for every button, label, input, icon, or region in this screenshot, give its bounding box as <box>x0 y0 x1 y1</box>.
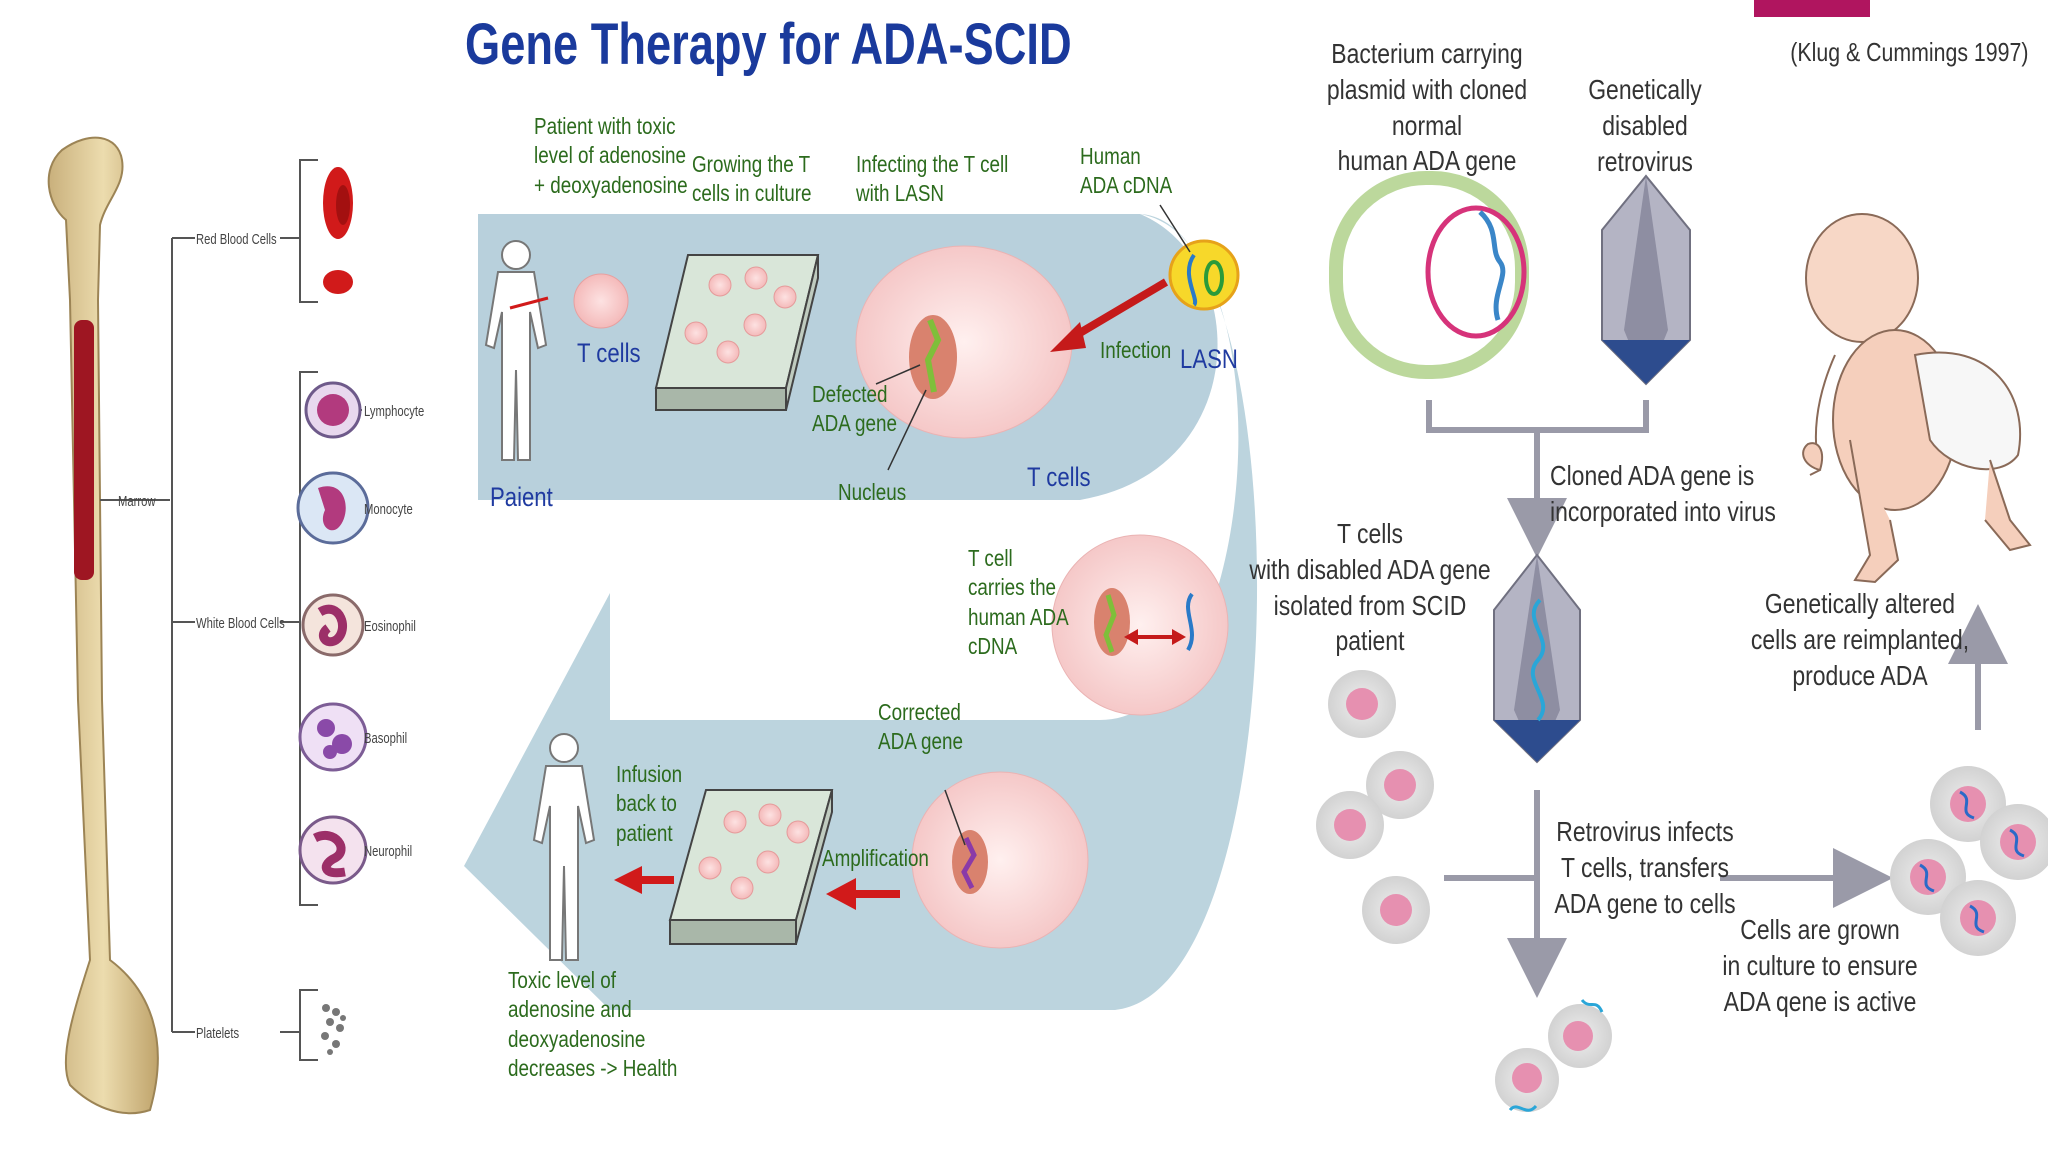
amplification-arrow <box>826 878 900 910</box>
label-defected-ada-gene: Defected ADA gene <box>812 381 897 437</box>
label-lasn: LASN <box>1180 344 1238 374</box>
retrovirus-crystal-icon <box>1601 174 1691 386</box>
culture-plate-bottom <box>668 789 834 945</box>
label-red-blood-cells: Red Blood Cells <box>196 231 277 248</box>
label-lymphocyte: Lymphocyte <box>364 403 425 420</box>
label-toxic-decreases: Toxic level of adenosine and deoxyadenos… <box>508 967 678 1082</box>
label-marrow: Marrow <box>118 493 156 510</box>
accent-bar <box>1754 0 1870 17</box>
white-blood-cells <box>296 381 370 885</box>
label-cloned-ada-gene: Cloned ADA gene is incorporated into vir… <box>1550 460 1776 527</box>
label-t-cell-carries: T cell carries the human ADA cDNA <box>968 545 1069 660</box>
label-infection: Infection <box>1100 337 1172 363</box>
infusion-arrow <box>614 866 674 894</box>
patient-figure-bottom <box>532 733 596 961</box>
label-paient: Paient <box>490 482 553 512</box>
platelets <box>321 1004 346 1055</box>
process-flow-arrows <box>1426 400 2008 998</box>
t-cell-drawn <box>573 273 629 329</box>
label-t-cells-big: T cells <box>1027 462 1091 492</box>
t-cell-carrying-cdna <box>1051 534 1229 716</box>
label-infusion: Infusion back to patient <box>616 761 683 846</box>
label-human-ada-cdna: Human ADA cDNA <box>1080 143 1173 199</box>
cells-with-ada <box>1890 766 2048 956</box>
t-cell-corrected <box>911 771 1089 949</box>
culture-plate-top <box>654 254 820 411</box>
label-patient-toxic: Patient with toxic level of adenosine + … <box>534 113 688 198</box>
scid-t-cells <box>1316 670 1434 944</box>
label-growing-t-cells: Growing the T cells in culture <box>692 151 812 207</box>
label-eosinophil: Eosinophil <box>364 618 416 635</box>
baby-illustration <box>1802 213 2032 584</box>
label-cells-grown: Cells are grown in culture to ensure ADA… <box>1722 914 1918 1017</box>
label-infecting-t-cell: Infecting the T cell with LASN <box>856 151 1009 207</box>
blood-cell-tree <box>100 159 362 1061</box>
femur-bone-illustration <box>47 136 159 1115</box>
page-title: Gene Therapy for ADA-SCID <box>465 12 1072 77</box>
label-t-cells-small: T cells <box>577 338 641 368</box>
transduced-cells <box>1495 998 1612 1112</box>
label-corrected-ada-gene: Corrected ADA gene <box>878 699 963 755</box>
infection-arrow <box>1050 278 1169 352</box>
blood-draw-arrow <box>509 296 549 310</box>
label-neurophil: Neurophil <box>364 843 413 860</box>
t-cell-infected <box>855 245 1073 471</box>
label-retrovirus-infects: Retrovirus infects T cells, transfers AD… <box>1554 816 1736 919</box>
red-blood-cells <box>323 167 353 294</box>
retrovirus-with-ada-gene <box>1493 553 1581 764</box>
label-white-blood-cells: White Blood Cells <box>196 615 285 632</box>
patient-figure-top <box>484 240 548 461</box>
citation: (Klug & Cummings 1997) <box>1789 37 2028 67</box>
label-platelets: Platelets <box>196 1025 240 1042</box>
label-t-cells-isolated: T cells with disabled ADA gene isolated … <box>1249 518 1491 657</box>
label-amplification: Amplification <box>822 845 929 871</box>
label-basophil: Basophil <box>364 730 408 747</box>
lasn-virus-icon <box>1159 204 1240 311</box>
bacterium-plasmid-illustration <box>1329 171 1529 379</box>
label-monocyte: Monocyte <box>364 501 413 518</box>
label-nucleus: Nucleus <box>838 479 907 505</box>
label-reimplanted: Genetically altered cells are reimplante… <box>1750 588 1970 691</box>
label-bacterium: Bacterium carrying plasmid with cloned n… <box>1326 38 1528 177</box>
label-retrovirus: Genetically disabled retrovirus <box>1588 74 1702 177</box>
